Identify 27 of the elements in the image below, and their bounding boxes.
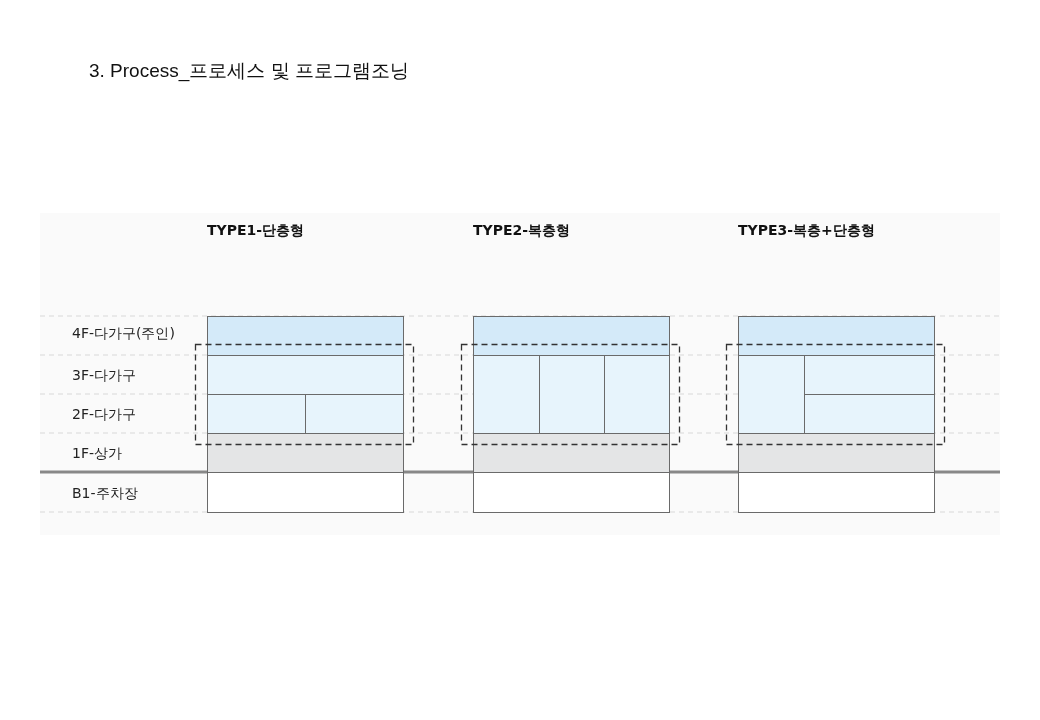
unit-box bbox=[305, 394, 404, 434]
unit-box bbox=[738, 433, 935, 473]
type-heading: TYPE2-복층형 bbox=[473, 222, 571, 240]
unit-box bbox=[738, 316, 935, 356]
unit-box bbox=[207, 394, 306, 434]
unit-box bbox=[738, 355, 805, 434]
unit-box bbox=[604, 355, 670, 434]
floor-label: 1F-상가 bbox=[72, 445, 122, 463]
type-heading: TYPE3-복층+단층형 bbox=[738, 222, 875, 240]
unit-box bbox=[207, 355, 404, 395]
unit-box bbox=[207, 433, 404, 473]
floor-label: 3F-다가구 bbox=[72, 367, 136, 385]
unit-box bbox=[473, 472, 670, 513]
title: 3. Process_프로세스 및 프로그램조닝 bbox=[89, 59, 409, 84]
unit-box bbox=[207, 472, 404, 513]
unit-box bbox=[804, 394, 935, 434]
unit-box bbox=[473, 355, 540, 434]
floor-label: 2F-다가구 bbox=[72, 406, 136, 424]
type-heading: TYPE1-단층형 bbox=[207, 222, 305, 240]
floor-label: B1-주차장 bbox=[72, 485, 138, 503]
unit-box bbox=[539, 355, 605, 434]
unit-box bbox=[207, 316, 404, 356]
unit-box bbox=[473, 316, 670, 356]
unit-box bbox=[738, 472, 935, 513]
floor-label: 4F-다가구(주인) bbox=[72, 325, 175, 343]
unit-box bbox=[473, 433, 670, 473]
unit-box bbox=[804, 355, 935, 395]
